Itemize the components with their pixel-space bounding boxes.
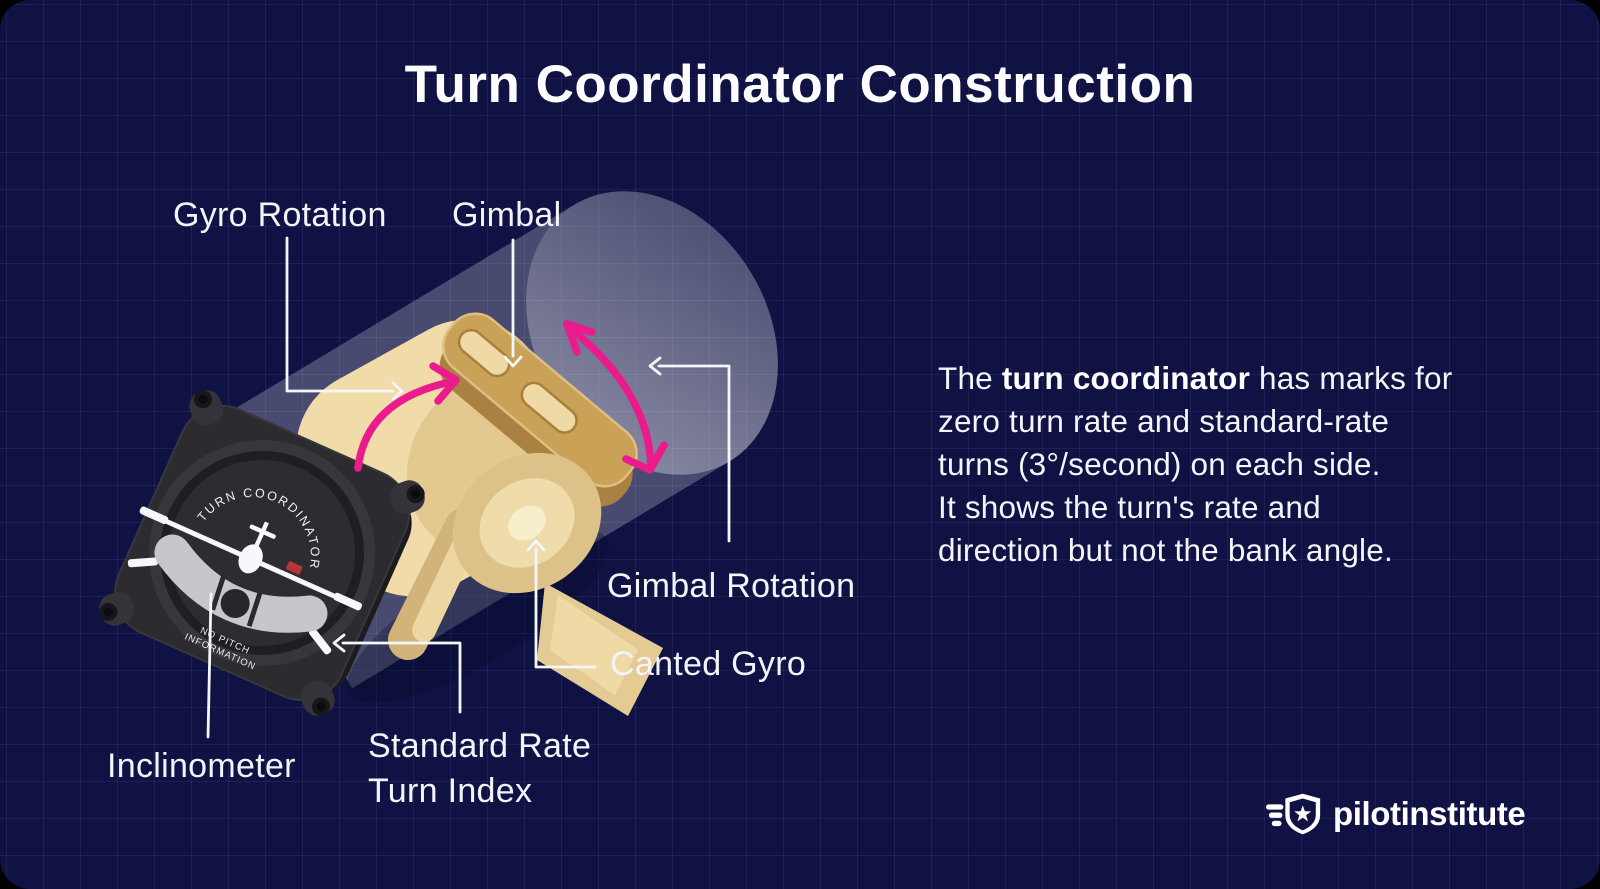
level-tick-right [333, 592, 363, 611]
arrowhead-left-icon [648, 356, 662, 376]
gimbal-bracket [439, 312, 638, 507]
inclinometer-ball [220, 588, 250, 618]
description-line1-rest: has marks for [1250, 360, 1453, 396]
description-paragraph: The turn coordinator has marks for zero t… [938, 357, 1538, 572]
label-gyro-rotation: Gyro Rotation [173, 196, 387, 234]
mount-tab [99, 591, 135, 626]
standard-rate-tick-left [127, 557, 158, 568]
rotation-arrows [354, 320, 668, 474]
callout-gyro-rotation [285, 236, 395, 393]
callout-lines [206, 236, 731, 739]
arrowhead-left-icon [332, 633, 346, 653]
label-standard-rate-line1: Standard Rate [368, 727, 592, 765]
description-line2: zero turn rate and standard-rate [938, 403, 1390, 439]
pilot-institute-logo: pilotinstitute [1266, 792, 1526, 836]
logo-text: pilotinstitute [1333, 795, 1526, 832]
inclinometer-tube [154, 534, 328, 633]
gyro-rotation-arrow [354, 379, 450, 472]
instrument-case: TURN COORDINATOR [99, 390, 425, 716]
description-line5: direction but not the bank angle. [938, 532, 1393, 568]
description-line3: turns (3°/second) on each side. [938, 446, 1381, 482]
red-flag-mark [286, 561, 303, 575]
standard-rate-tick-right [308, 628, 332, 655]
airplane-symbol [166, 519, 336, 598]
label-inclinometer: Inclinometer [107, 747, 296, 785]
label-canted-gyro: Canted Gyro [610, 645, 807, 683]
mount-tab [389, 480, 425, 515]
description-bold-term: turn coordinator [1001, 360, 1251, 396]
level-tick-left [139, 506, 169, 525]
label-standard-rate-line2: Turn Index [368, 772, 533, 810]
page-title: Turn Coordinator Construction [404, 55, 1196, 114]
logo-shield-icon [1266, 793, 1321, 835]
label-gimbal-rotation: Gimbal Rotation [607, 567, 856, 605]
callout-gimbal-rotation [657, 364, 731, 543]
callout-standard-rate [341, 641, 462, 714]
gimbal-rotation-arrowhead-bottom-icon [622, 441, 668, 474]
gyro-rotation-arrowhead-icon [429, 362, 460, 405]
gimbal-rotation-arrow [565, 323, 655, 470]
callout-canted-gyro [534, 547, 597, 669]
rotor-base [537, 583, 663, 716]
callout-inclinometer [206, 592, 213, 739]
gimbal-rotation-arrowhead-top-icon [563, 320, 596, 356]
arrowhead-right-icon [391, 381, 404, 401]
arrowhead-up-icon [526, 539, 546, 552]
logo-star-icon [1294, 805, 1312, 822]
description-prefix: The [938, 360, 1002, 396]
label-gimbal: Gimbal [452, 196, 562, 234]
mount-tab [300, 680, 335, 716]
arrowhead-down-icon [503, 355, 523, 368]
mount-tab [189, 390, 224, 426]
description-line4: It shows the turn's rate and [938, 489, 1321, 525]
canted-gyro-disc [452, 452, 602, 594]
